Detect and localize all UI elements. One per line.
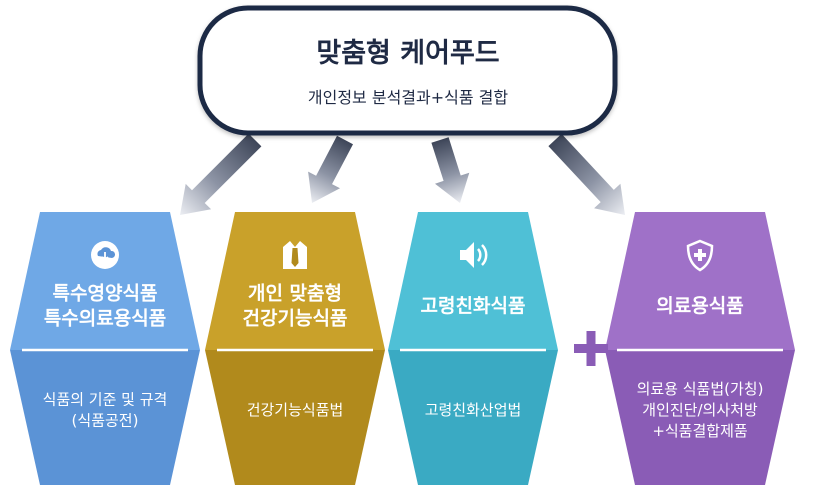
header-subtitle: 개인정보 분석결과+식품 결합 [308,88,508,107]
category-title-line: 개인 맞춤형 [248,283,342,305]
category-law-line: 개인진단/의사처방 [642,401,758,419]
hex-top-panel [605,212,795,350]
header-box: 맞춤형 케어푸드 개인정보 분석결과+식품 결합 [197,5,618,136]
category-title-line: 특수의료용식품 [44,308,166,330]
category-law-line: 식품의 기준 및 규격 [43,391,168,409]
speaker-icon [460,242,488,268]
download-cloud-icon [91,241,119,269]
category-law-line: 건강기능식품법 [247,401,344,419]
category-title-line: 의료용식품 [656,295,743,317]
down-arrow-1 [180,133,262,215]
down-arrow-4 [548,133,625,215]
shield-plus-icon [686,239,714,272]
hex-top-panel [205,212,385,350]
plus-sign-vertical [586,331,596,366]
hex-bottom-panel [205,350,385,485]
category-title-line: 고령친화식품 [421,295,526,317]
hex-bottom-panel [388,350,558,485]
down-arrow-3 [431,137,470,203]
category-law-line: 고령친화산업법 [425,401,522,419]
hex-bottom-panel [10,350,200,485]
hex-bottom-panel [605,350,795,485]
down-arrow-2 [308,135,353,203]
category-law-line: 의료용 식품법(가칭) [637,380,764,398]
header-title: 맞춤형 케어푸드 [316,38,499,69]
suit-tie-icon [283,241,307,269]
category-title-line: 특수영양식품 [53,283,158,305]
connector-arrows [180,133,625,215]
plus-sign-group [574,331,608,366]
category-title-line: 건강기능식품 [243,308,348,330]
category-law-line: (식품공전) [72,412,139,430]
category-law-line: +식품결합제품 [652,422,747,440]
hex-top-panel [10,212,200,350]
hex-top-panel [388,212,558,350]
